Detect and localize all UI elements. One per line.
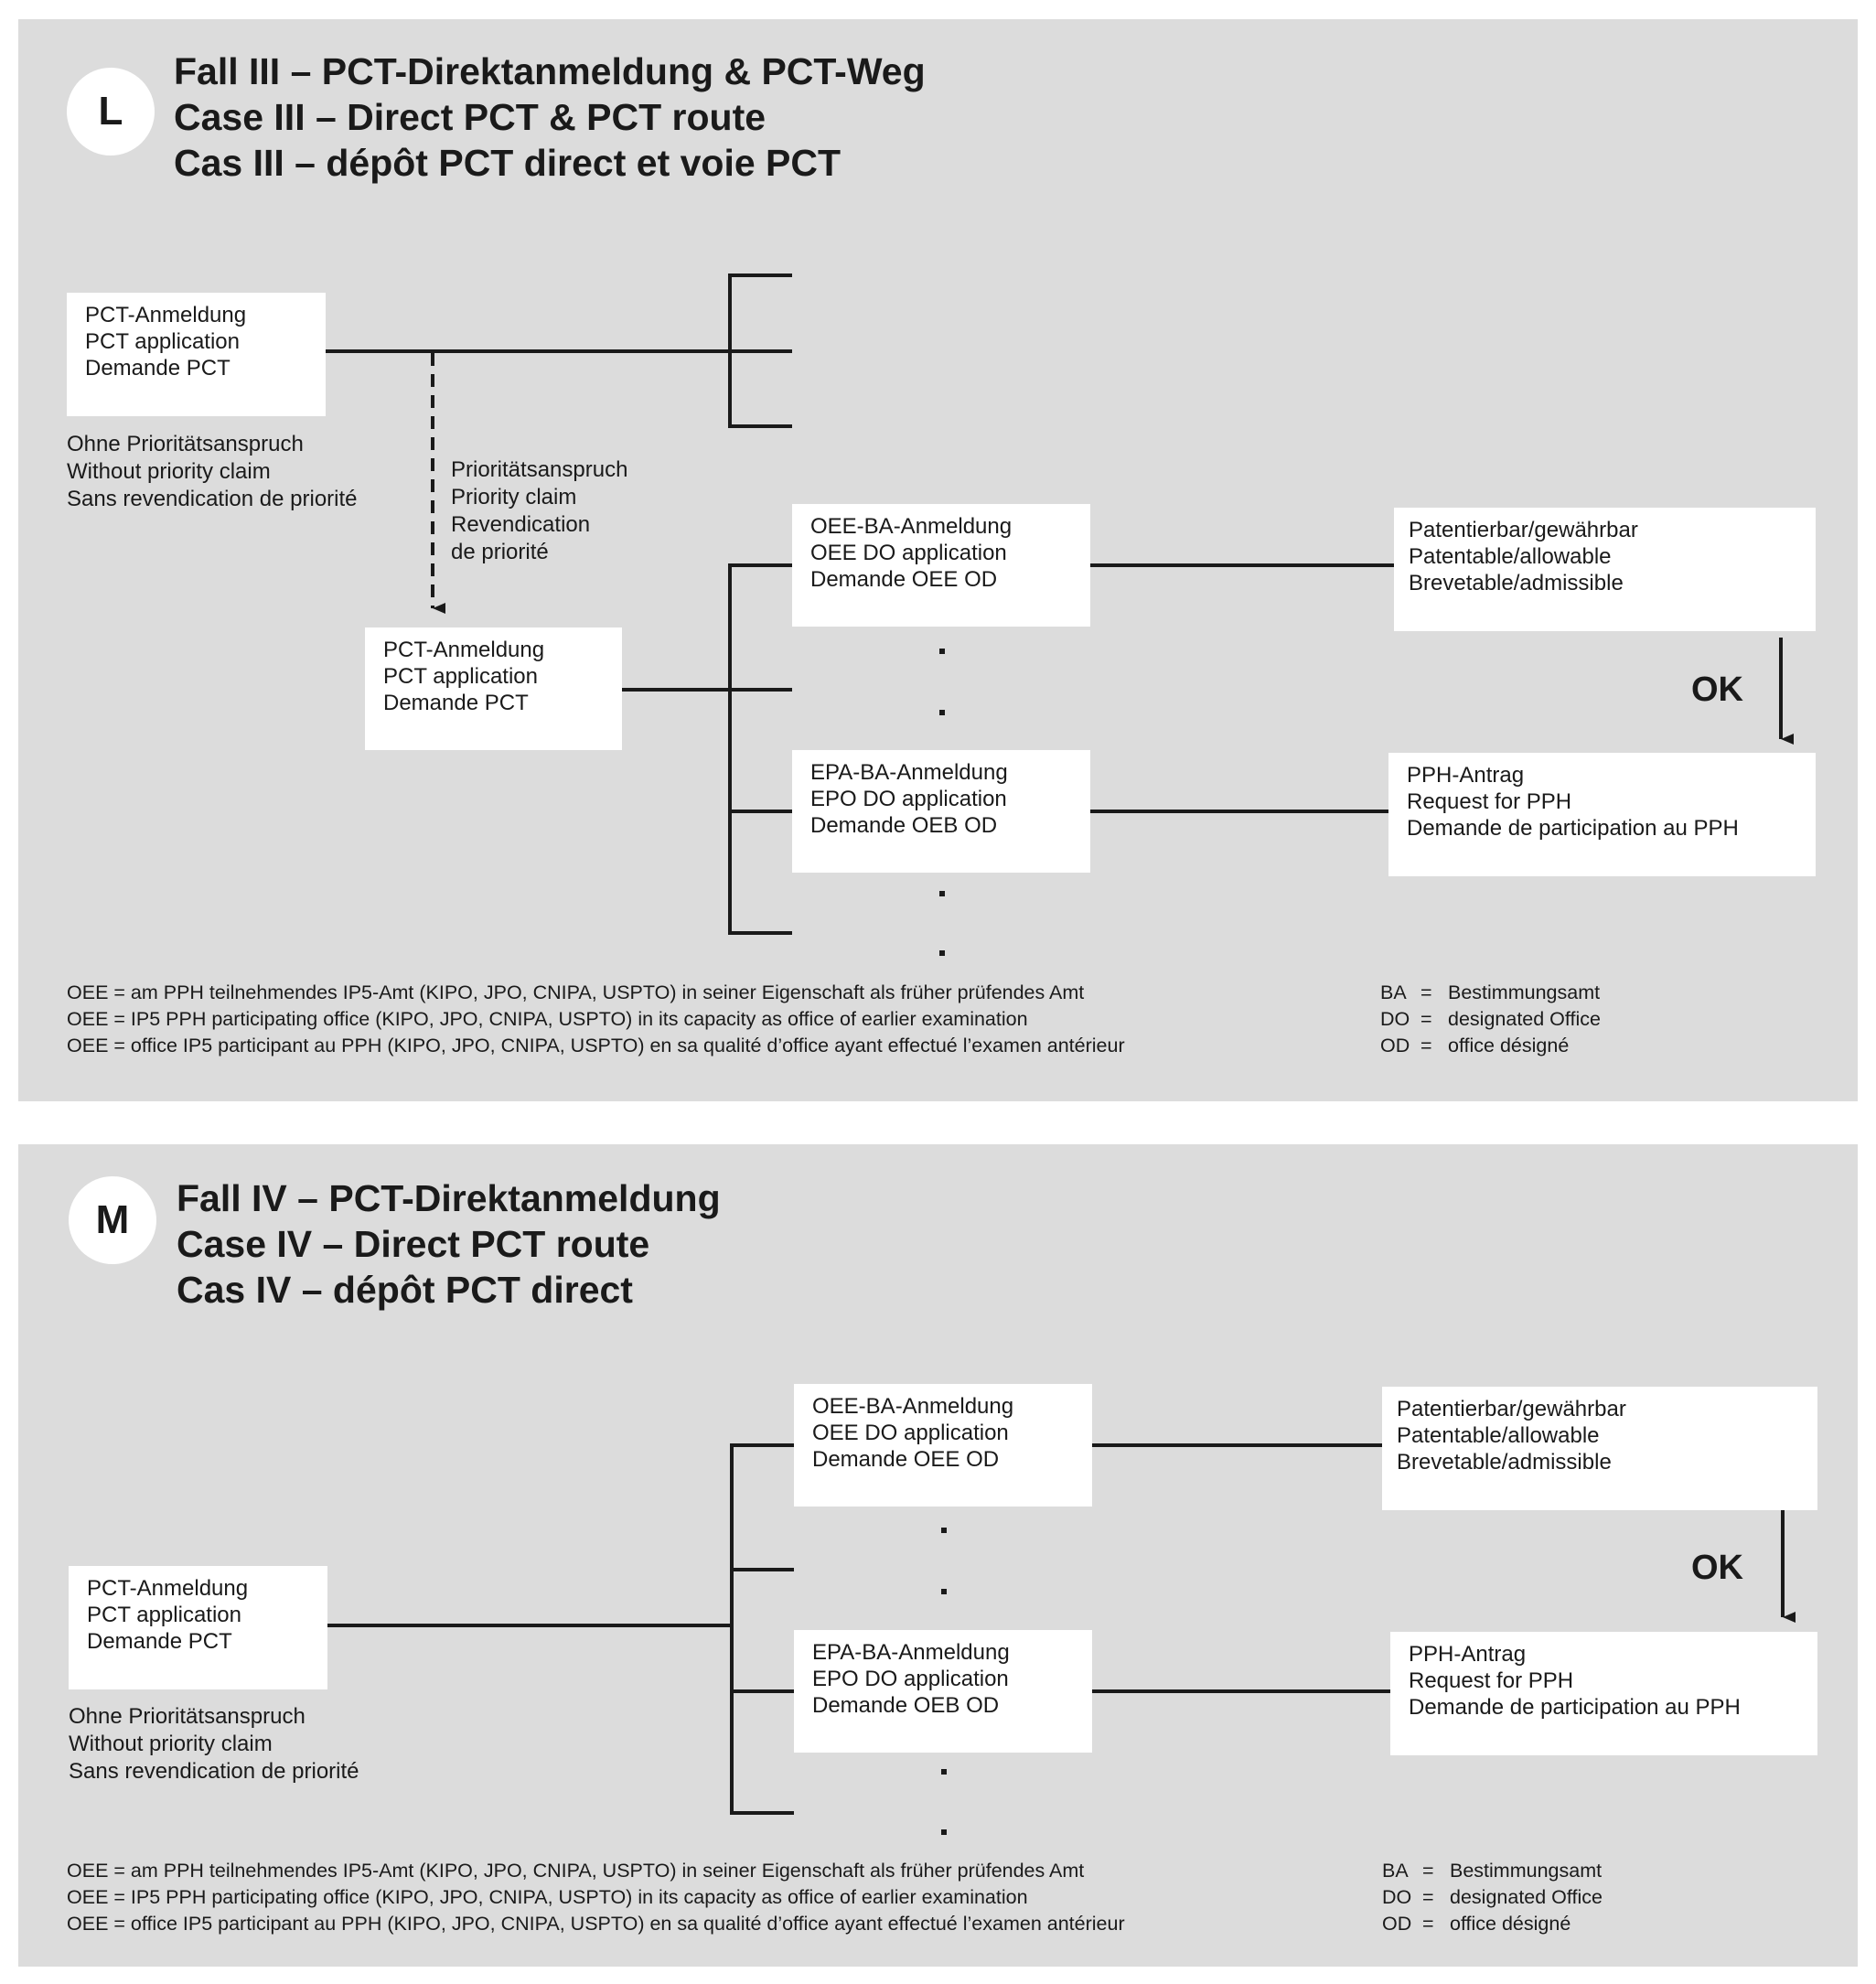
abbreviation-legend: BA=Bestimmungsamt DO=designated Office O… <box>1382 1858 1603 1937</box>
ellipsis-dot <box>941 1829 947 1835</box>
ellipsis-dot <box>941 1589 947 1594</box>
no-priority-note: Ohne Prioritätsanspruch Without priority… <box>69 1703 359 1786</box>
pph-request-box: PPH-Antrag Request for PPH Demande de pa… <box>1390 1632 1817 1755</box>
oee-do-application-box: OEE-BA-Anmeldung OEE DO application Dema… <box>794 1384 1092 1507</box>
epo-do-application-box: EPA-BA-Anmeldung EPO DO application Dema… <box>794 1630 1092 1753</box>
ellipsis-dot <box>941 1769 947 1775</box>
ok-label: OK <box>1691 1549 1743 1588</box>
patentable-box: Patentierbar/gewährbar Patentable/allowa… <box>1382 1387 1817 1510</box>
pct-application-box: PCT-Anmeldung PCT application Demande PC… <box>69 1566 327 1689</box>
oee-legend: OEE = am PPH teilnehmendes IP5-Amt (KIPO… <box>67 1858 1125 1937</box>
ellipsis-dot <box>941 1528 947 1533</box>
